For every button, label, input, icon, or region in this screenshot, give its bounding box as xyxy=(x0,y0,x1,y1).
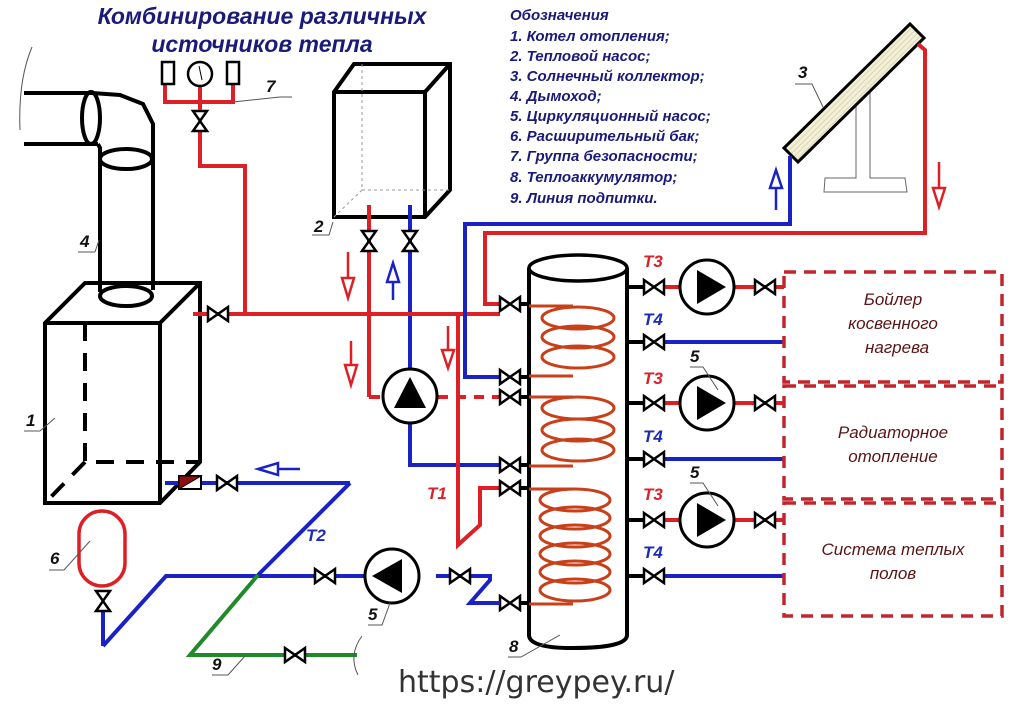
zone-floor-heating-line1: Система теплых xyxy=(821,540,965,559)
title-line-1: Комбинирование различных xyxy=(98,3,428,29)
zone-dhw-boiler-line1: Бойлер xyxy=(864,290,922,309)
circ-pump-number: 5 xyxy=(690,463,700,482)
coil-middle xyxy=(529,395,616,468)
legend-item: 2. Тепловой насос; xyxy=(509,48,651,65)
coil-upper xyxy=(529,304,616,378)
safety-group-number: 7 xyxy=(266,77,277,96)
zone-floor-heating-line2: полов xyxy=(870,564,916,583)
zone-dhw-boiler-line3: нагрева xyxy=(865,338,929,357)
legend-item: 1. Котел отопления; xyxy=(510,28,670,45)
title-line-2: источников тепла xyxy=(151,31,373,57)
boiler-number: 1 xyxy=(26,411,35,430)
chimney-icon: 4 xyxy=(19,46,155,308)
pump-icon: 5 xyxy=(678,347,736,432)
zone-radiator-line1: Радиаторное xyxy=(838,423,948,442)
legend-item: 8. Теплоаккумулятор; xyxy=(510,169,677,186)
legend-item: 6. Расширительный бак; xyxy=(510,128,700,145)
pump-icon: 5 xyxy=(363,547,421,626)
zone-dhw-boiler-line2: косвенного xyxy=(848,314,938,333)
pump-icon xyxy=(678,258,736,316)
solar-collector-number: 3 xyxy=(798,63,808,82)
flow-arrows xyxy=(253,162,947,477)
label-t3: T3 xyxy=(643,252,663,271)
legend-item: 5. Циркуляционный насос; xyxy=(510,108,711,125)
watermark-url: https://greypey.ru/ xyxy=(398,665,675,700)
heat-accumulator-number: 8 xyxy=(509,637,519,656)
label-t1: T1 xyxy=(427,484,447,503)
tank-left-valves xyxy=(498,295,529,612)
solar-circuit xyxy=(463,42,927,379)
boiler-icon: 1 xyxy=(24,281,202,505)
arrow-up-icon xyxy=(768,166,784,210)
safety-group-icon: 7 xyxy=(160,60,292,103)
arrow-up-icon xyxy=(385,258,401,300)
arrow-down-icon xyxy=(340,252,356,303)
legend-item: 3. Солнечный коллектор; xyxy=(510,68,705,85)
label-t4: T4 xyxy=(643,310,663,329)
makeup-line-number: 9 xyxy=(212,655,222,674)
circ-pump-number: 5 xyxy=(690,347,700,366)
arrow-down-icon xyxy=(440,326,456,372)
solar-collector-icon: 3 xyxy=(781,21,927,193)
tank-icon: 8 xyxy=(508,253,629,658)
makeup-line: 9 xyxy=(185,573,363,676)
boiler-return-pipe xyxy=(101,474,500,648)
expansion-tank-icon: 6 xyxy=(49,509,127,613)
chimney-number: 4 xyxy=(79,232,90,251)
legend-item: 7. Группа безопасности; xyxy=(510,148,698,165)
legend: Обозначения 1. Котел отопления; 2. Тепло… xyxy=(509,7,711,207)
legend-item: 4. Дымоход; xyxy=(509,88,602,105)
heat-pump-icon: 2 xyxy=(312,62,452,236)
label-t3: T3 xyxy=(643,485,663,504)
heat-pump-circuit xyxy=(360,205,500,550)
legend-item: 9. Линия подпитки. xyxy=(510,190,658,207)
arrow-down-icon xyxy=(343,341,359,390)
consumer-zones: Бойлер косвенного нагрева Радиаторное от… xyxy=(782,270,1004,618)
label-t4: T4 xyxy=(643,427,663,446)
heat-pump-circulation-pump xyxy=(381,367,439,425)
pump-icon: 5 xyxy=(678,463,736,549)
label-t4: T4 xyxy=(643,543,663,562)
arrow-left-icon xyxy=(253,461,300,477)
zone-radiator-line2: отопление xyxy=(848,447,938,466)
label-t3: T3 xyxy=(643,369,663,388)
heat-pump-number: 2 xyxy=(313,217,324,236)
expansion-tank-number: 6 xyxy=(50,549,60,568)
label-t2: T2 xyxy=(306,526,326,545)
arrow-down-icon xyxy=(931,162,947,212)
circ-pump-number: 5 xyxy=(368,605,378,624)
coil-lower xyxy=(529,487,612,606)
legend-heading: Обозначения xyxy=(510,7,609,24)
